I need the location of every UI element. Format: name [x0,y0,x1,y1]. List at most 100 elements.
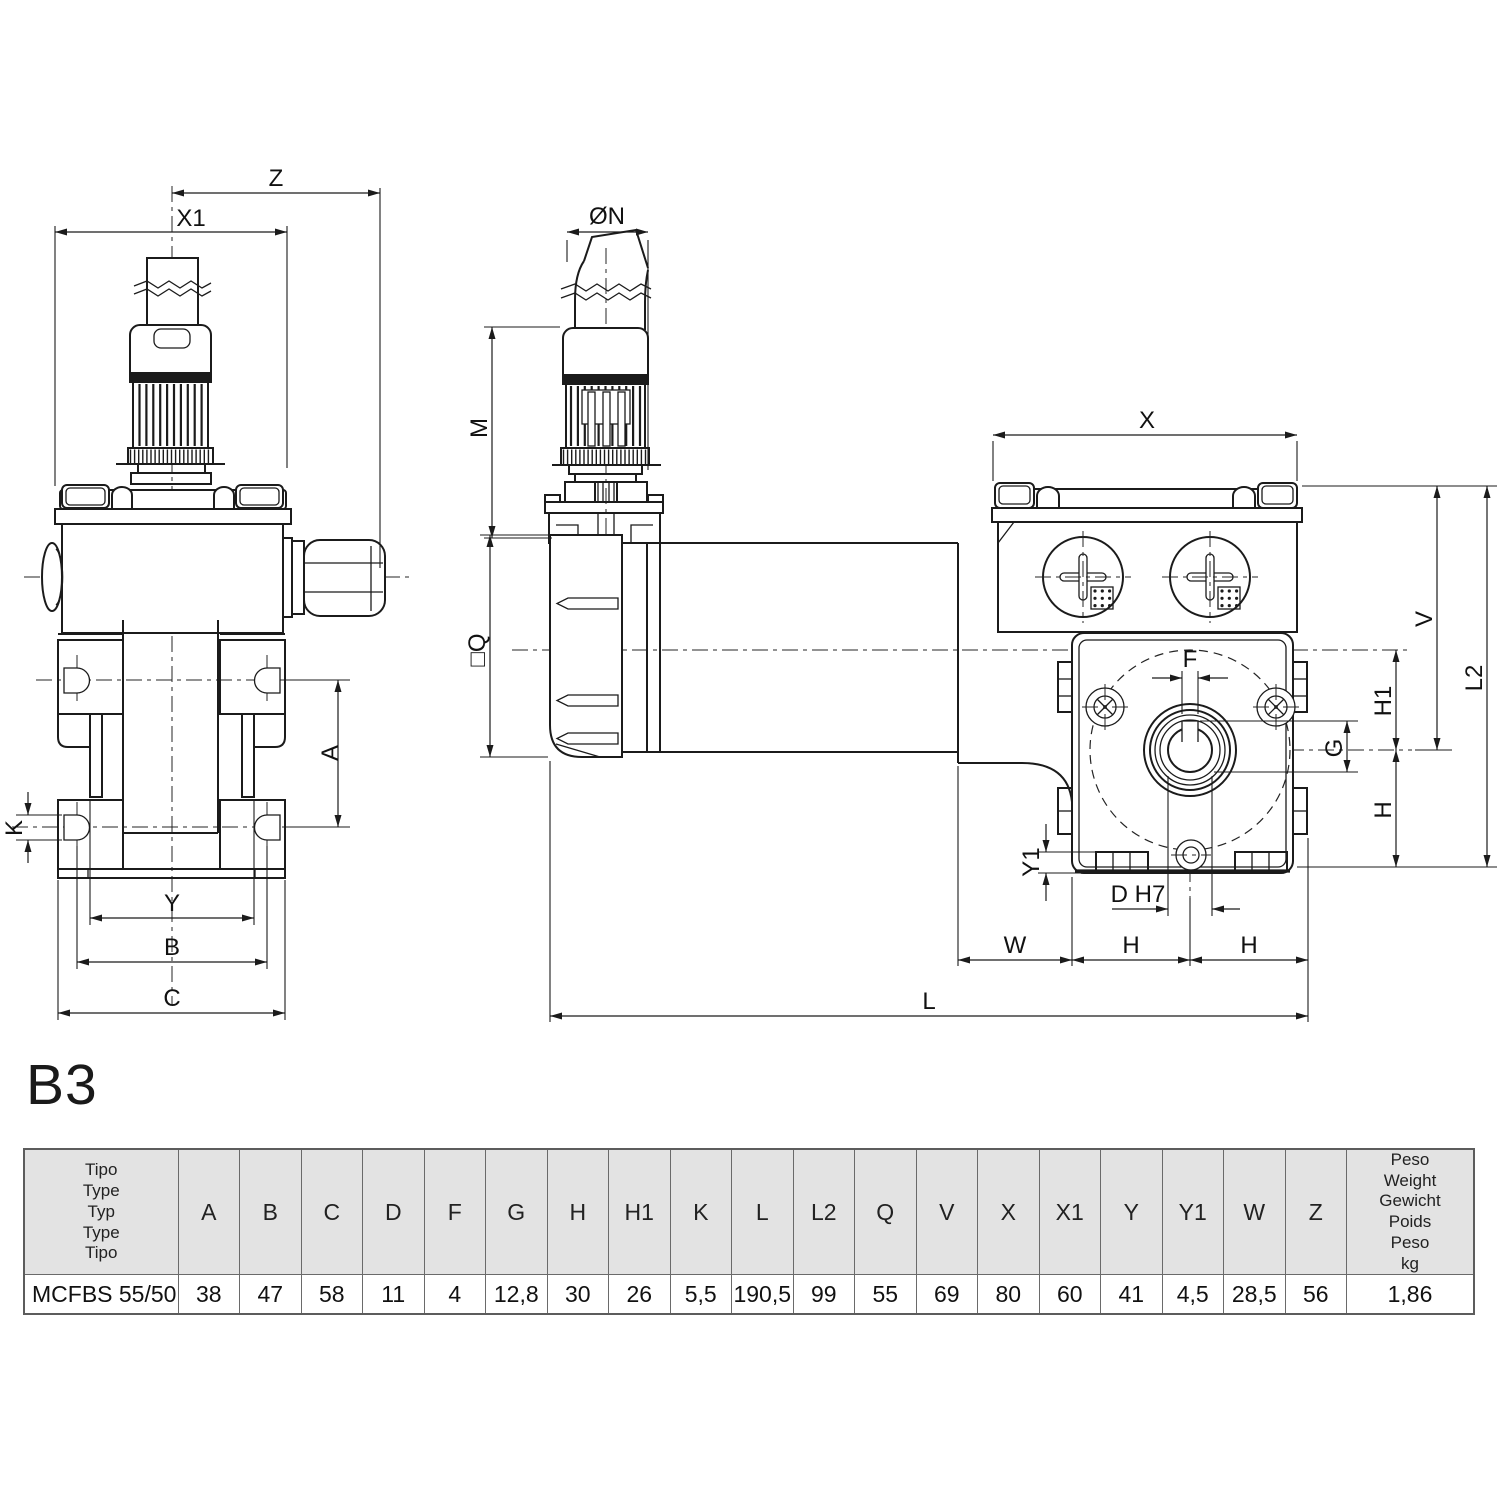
table-header-dim-h: H [546,1148,609,1276]
table-cell-value-k: 5,5 [669,1274,732,1315]
dim-label-f: F [1183,646,1198,673]
dim-label-a: A [317,745,344,761]
dim-label-y1: Y1 [1018,847,1045,876]
table-header-dim-k: K [669,1148,732,1276]
table-cell-weight: 1,86 [1346,1274,1475,1315]
dim-k: K [1,792,62,863]
dim-label-h1: H1 [1370,686,1397,717]
mounting-position-label: B3 [26,1053,98,1117]
dim-c: C [57,880,286,1020]
table-cell-value-x1: 60 [1038,1274,1101,1315]
table-cell-value-c: 58 [300,1274,363,1315]
dim-label-h-bottom-left: H [1122,932,1139,959]
connector-side [544,327,664,544]
dimensions: Z X1 A K Y [1,165,1497,1022]
table-header-type: Tipo Type Typ Type Tipo [23,1148,179,1276]
technical-drawing: Z X1 A K Y [1,165,1497,1022]
table-cell-value-y1: 4,5 [1161,1274,1224,1315]
dim-y: Y [89,800,255,925]
dim-label-y: Y [164,890,180,917]
table-header-weight: Peso Weight Gewicht Poids Peso kg [1346,1148,1475,1276]
output-shaft [1143,703,1237,797]
table-cell-value-z: 56 [1284,1274,1347,1315]
table-header-dim-g: G [485,1148,548,1276]
table-header-dim-v: V [915,1148,978,1276]
dim-b: B [76,846,268,969]
dim-label-l2: L2 [1461,665,1488,692]
dim-label-k: K [1,820,28,836]
table-header-dim-l: L [731,1148,794,1276]
dim-n: ØN [566,203,649,470]
keyway [1181,720,1199,742]
table-cell-value-v: 69 [915,1274,978,1315]
connector-front [116,257,225,485]
table-cell-value-w: 28,5 [1223,1274,1286,1315]
table-cell-value-a: 38 [177,1274,240,1315]
table-cell-value-f: 4 [423,1274,486,1315]
cable [560,228,652,330]
dim-label-l: L [922,988,935,1015]
table-cell-type: MCFBS 55/50 [23,1274,179,1315]
table-header-dim-f: F [423,1148,486,1276]
side-view [512,228,1412,898]
mounting-bracket [57,620,286,879]
gearbox [1057,632,1308,874]
table-header-dim-y: Y [1100,1148,1163,1276]
dim-label-x: X [1139,407,1155,434]
dim-g: G [1200,720,1358,773]
knurl-ring [129,449,210,463]
table-header-dim-h1: H1 [608,1148,671,1276]
dim-label-z: Z [269,165,284,192]
table-header-dim-w: W [1223,1148,1286,1276]
table-cell-value-y: 41 [1100,1274,1163,1315]
dim-label-c: C [163,985,180,1012]
dim-l2: L2 [1461,486,1491,867]
table-cell-value-l2: 99 [792,1274,855,1315]
table-header-dim-d: D [362,1148,425,1276]
dim-x1: X1 [54,205,288,486]
dim-l: L [549,761,1309,1022]
dim-q: □Q [464,534,548,758]
knurl-patch-dots [1093,589,1239,608]
dim-a: A [290,679,350,828]
flange-screw [1082,684,1128,730]
terminal-box-front [41,484,292,634]
dim-dh7: D H7 [1111,776,1240,916]
dim-f: F [1152,646,1228,714]
terminal-box-side [991,482,1303,633]
dim-label-g: G [1321,739,1348,758]
table-cell-value-g: 12,8 [485,1274,548,1315]
table-header-dim-q: Q [854,1148,917,1276]
flange-screw [1253,684,1299,730]
dim-x: X [992,407,1298,481]
table-header-dim-y1: Y1 [1161,1148,1224,1276]
table-header-dim-x1: X1 [1038,1148,1101,1276]
table-header-dim-x: X [977,1148,1040,1276]
dim-label-n: ØN [589,203,625,230]
table-header-dim-a: A [177,1148,240,1276]
dim-m: M [466,326,560,539]
table-cell-value-x: 80 [977,1274,1040,1315]
dim-label-m: M [466,418,493,438]
dim-label-h-side: H [1370,801,1397,818]
front-view [12,186,414,1005]
dim-h-side: H [1370,750,1400,867]
table-cell-value-b: 47 [239,1274,302,1315]
dim-label-q: □Q [464,633,491,666]
table-cell-value-q: 55 [854,1274,917,1315]
dim-h1: H1 [1370,650,1400,750]
table-header-dim-l2: L2 [792,1148,855,1276]
knurl-band [138,384,203,446]
table-header-dim-b: B [239,1148,302,1276]
table-header-dim-z: Z [1284,1148,1347,1276]
table-cell-value-h1: 26 [608,1274,671,1315]
dim-z: Z [172,165,381,568]
screw-plug [1035,531,1131,623]
screw-plug [1162,531,1258,623]
dim-label-w: W [1004,932,1027,959]
dim-label-v: V [1411,611,1438,627]
